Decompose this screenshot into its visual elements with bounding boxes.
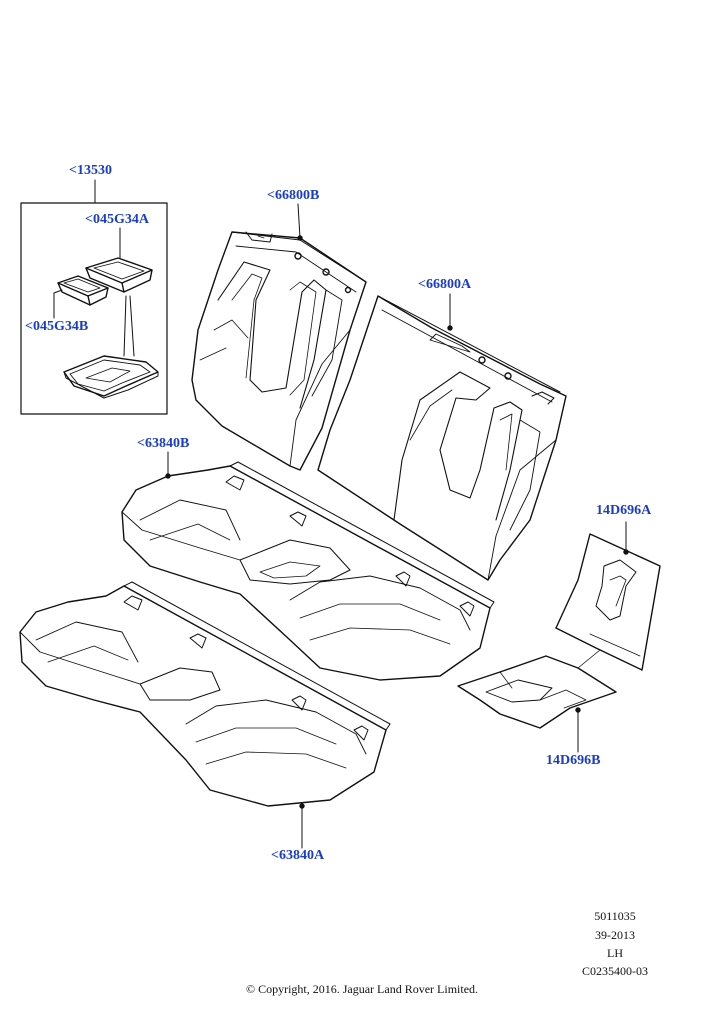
callout-045G34B[interactable]: <045G34B [25, 319, 89, 334]
callout-13530[interactable]: <13530 [69, 163, 112, 178]
seat-cushion-63840A [19, 581, 391, 807]
diagram-date: 39-2013 [595, 928, 635, 942]
callout-045G34A[interactable]: <045G34A [85, 212, 149, 227]
heater-mat-14D696B [457, 649, 617, 729]
callout-63840B[interactable]: <63840B [137, 436, 190, 451]
callout-66800A[interactable]: <66800A [418, 277, 472, 292]
diagram-ref-number: 5011035 [594, 909, 636, 923]
copyright-notice: © Copyright, 2016. Jaguar Land Rover Lim… [245, 982, 479, 996]
storage-tray-lower [57, 275, 109, 306]
storage-tray-upper [85, 257, 153, 293]
heater-mat-14D696A [555, 533, 661, 671]
diagram-code: C0235400-03 [582, 964, 648, 978]
storage-tray-base [63, 355, 159, 399]
leader-66800B [297, 203, 301, 239]
seat-back-66800A [317, 295, 567, 581]
diagram-side: LH [607, 946, 623, 960]
callout-14D696A[interactable]: 14D696A [596, 503, 652, 518]
callout-66800B[interactable]: <66800B [267, 188, 320, 203]
callout-14D696B[interactable]: 14D696B [546, 753, 601, 768]
seat-cushion-63840B [121, 461, 495, 681]
inset-frame [20, 202, 168, 415]
callout-63840A[interactable]: <63840A [271, 848, 325, 863]
